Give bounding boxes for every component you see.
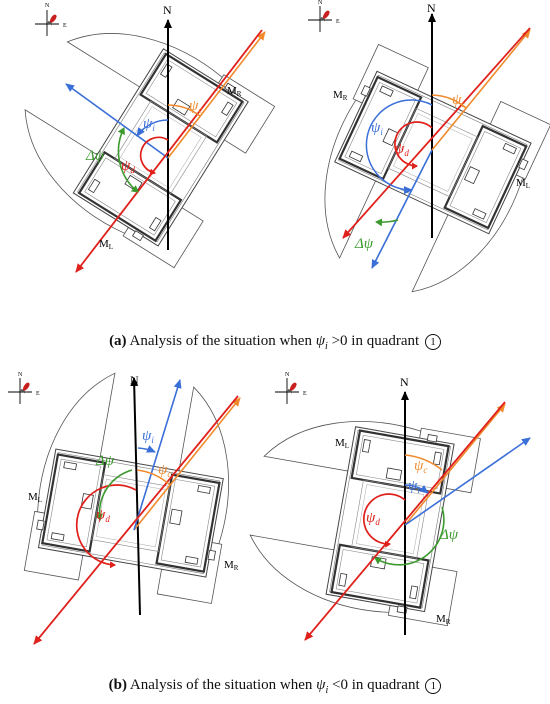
caption-b-quadrant: 1 [425,677,442,694]
psi-i-label: ψi [142,428,154,445]
psi-d-label: ψd [96,507,110,524]
caption-a-rel: >0 in quadrant [327,333,423,349]
psi-d-target-arrow [75,29,263,273]
motor-right-label: MR [224,559,239,572]
psi-d-target-arrow [342,27,531,239]
motor-left-label: ML [99,238,113,251]
motor-left-label: ML [28,491,42,504]
north-label: N [163,3,172,17]
psi-i-heading-arrow [65,83,169,159]
panel-a-left: N E N ψc ψi ψd Δψ MR ML [0,0,276,273]
psi-c-arc [404,454,443,471]
psi-d-arc [394,121,433,170]
delta-psi-label: Δψ [354,236,374,252]
delta-psi-label: Δψ [439,527,459,543]
boat-outline [0,0,276,269]
caption-b-var: ψ [316,677,326,693]
caption-b-rel: <0 in quadrant [328,677,424,693]
psi-d-target-arrow [33,395,239,645]
caption-b-sub: i [325,685,329,696]
psi-d-label: ψd [366,510,380,527]
psi-c-label: ψc [189,98,202,115]
compass-icon: N E [307,0,340,33]
compass-north-label: N [45,3,50,9]
psi-c-heading-arrow [404,403,506,526]
caption-a-var: ψ [315,333,326,349]
psi-d-label: ψd [395,141,409,158]
psi-i-arc [365,99,433,195]
panel-a-right: N E N ψc ψi ψd Δψ MR ML [288,0,550,317]
caption-a-sub: i [325,341,328,352]
boat-outline [288,43,550,317]
psi-i-arc [404,484,429,494]
caption-a: (a) Analysis of the situation when ψi >0… [0,333,550,352]
caption-b-text: Analysis of the situation when [126,677,317,693]
psi-i-heading-arrow [404,437,531,526]
motor-left-label: ML [335,437,349,450]
compass-icon: N E [274,372,307,405]
psi-c-arc [431,94,467,109]
psi-i-label: ψi [408,478,420,495]
delta-psi-label: Δψ [85,148,105,164]
motor-right-label: MR [333,89,348,102]
compass-east-label: E [303,391,307,397]
panel-b-left: N E N ψi ψc ψd Δψ ML MR [7,362,249,645]
compass-north-label: N [18,372,23,378]
compass-east-label: E [336,19,340,25]
psi-d-label: ψd [121,158,135,175]
motor-left-label: ML [516,177,530,190]
boat-outline [239,401,482,627]
caption-a-quadrant: 1 [424,333,441,350]
north-label: N [400,375,409,389]
caption-a-tag: (a) [109,333,127,349]
psi-c-arc [136,469,171,486]
compass-icon: N E [7,372,40,405]
psi-d-arc [139,136,169,176]
delta-psi-arc [375,218,399,227]
caption-a-text: Analysis of the situation when [126,333,316,349]
psi-i-heading-arrow [133,379,182,531]
psi-i-arc [137,445,156,453]
motor-right-label: MR [227,85,242,98]
delta-psi-label: Δψ [95,453,115,469]
psi-d-target-arrow [304,401,506,641]
compass-icon: N E [34,3,67,37]
motor-right-label: MR [436,613,451,626]
psi-c-heading-arrow [167,31,266,159]
north-arrow [130,377,141,616]
psi-c-heading-arrow [133,397,241,531]
psi-d-arc [75,484,137,569]
psi-i-label: ψi [371,120,383,137]
delta-psi-arc [374,506,445,566]
psi-c-heading-arrow [431,29,531,151]
psi-c-label: ψc [414,458,427,475]
north-label: N [130,373,139,387]
compass-north-label: N [285,372,290,378]
compass-east-label: E [36,391,40,397]
compass-east-label: E [63,23,67,29]
psi-i-heading-arrow [371,149,433,269]
delta-psi-arc [117,127,139,193]
caption-b-tag: (b) [108,677,127,693]
psi-i-label: ψi [143,116,155,133]
psi-c-label: ψc [158,462,171,479]
caption-b: (b) Analysis of the situation when ψi <0… [0,677,550,696]
compass-north-label: N [318,0,323,6]
psi-c-label: ψc [452,92,465,109]
psi-c-arc [167,104,201,117]
delta-psi-arc [95,469,133,521]
north-label: N [427,1,436,15]
panel-b-right: N E N ψc ψi ψd Δψ ML MR [239,372,531,641]
psi-d-arc [362,493,406,548]
psi-i-arc [136,119,169,137]
